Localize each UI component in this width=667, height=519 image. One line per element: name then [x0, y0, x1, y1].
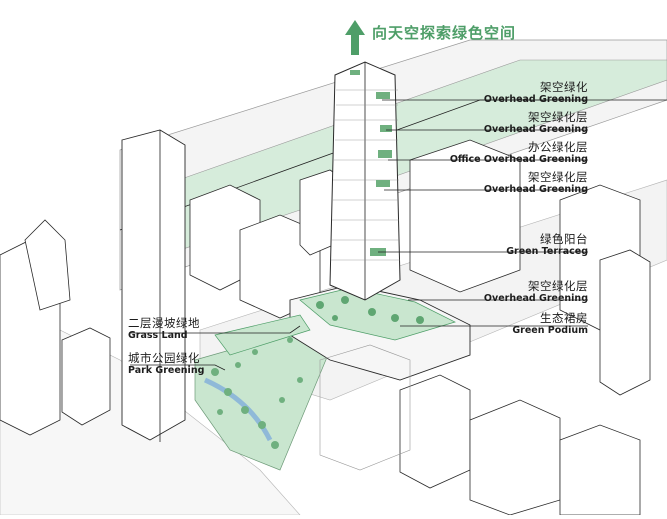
- label-office-overhead-greening: 办公绿化层 Office Overhead Greening: [450, 141, 588, 166]
- sky-arrow-icon: [345, 20, 365, 55]
- right-leader-lines: [378, 99, 588, 327]
- label-en: Overhead Greening: [483, 94, 588, 105]
- park-trees: [211, 337, 303, 449]
- building-front-2: [469, 399, 561, 516]
- label-park-greening: 城市公园绿化 Park Greening: [128, 352, 204, 377]
- label-zh: 架空绿化层: [528, 110, 588, 124]
- main-tower-floor-lines: [331, 89, 400, 261]
- label-zh: 办公绿化层: [528, 140, 588, 154]
- label-en: Green Terraceg: [506, 246, 588, 257]
- label-zh: 生态裙房: [540, 311, 588, 325]
- building-left-3: [61, 327, 111, 426]
- label-en: Park Greening: [128, 365, 205, 376]
- left-tower: [121, 129, 186, 441]
- label-overhead-greening-1: 架空绿化 Overhead Greening: [484, 81, 588, 106]
- label-en: Overhead Greening: [483, 184, 588, 195]
- label-zh: 架空绿化层: [528, 170, 588, 184]
- label-en: Overhead Greening: [483, 293, 588, 304]
- label-green-podium: 生态裙房 Green Podium: [512, 312, 588, 337]
- left-leader-lines: [130, 325, 301, 371]
- label-overhead-greening-4: 架空绿化层 Overhead Greening: [484, 280, 588, 305]
- grass-land-slope: [214, 314, 311, 356]
- label-grass-land: 二层漫坡绿地 Grass Land: [128, 317, 200, 342]
- label-en: Overhead Greening: [483, 124, 588, 135]
- label-zh: 城市公园绿化: [128, 351, 200, 365]
- building-front-1: [399, 374, 471, 489]
- building-right-1: [409, 139, 521, 293]
- label-zh: 绿色阳台: [540, 232, 588, 246]
- label-en: Grass Land: [128, 330, 188, 341]
- label-zh: 架空绿化层: [528, 279, 588, 293]
- label-overhead-greening-2: 架空绿化层 Overhead Greening: [484, 111, 588, 136]
- park-pond: [203, 377, 273, 442]
- building-left-2: [24, 219, 71, 311]
- label-zh: 二层漫坡绿地: [128, 316, 200, 330]
- label-en: Green Podium: [512, 325, 588, 336]
- building-right-3: [599, 249, 651, 396]
- label-zh: 架空绿化: [540, 80, 588, 94]
- label-green-terrace: 绿色阳台 Green Terraceg: [506, 233, 588, 258]
- podium-trees: [316, 296, 424, 324]
- podium-glass-block: [319, 344, 411, 471]
- label-en: Office Overhead Greening: [449, 154, 588, 165]
- label-overhead-greening-3: 架空绿化层 Overhead Greening: [484, 171, 588, 196]
- sky-title: 向天空探索绿色空间: [372, 24, 517, 42]
- building-front-3: [559, 424, 641, 516]
